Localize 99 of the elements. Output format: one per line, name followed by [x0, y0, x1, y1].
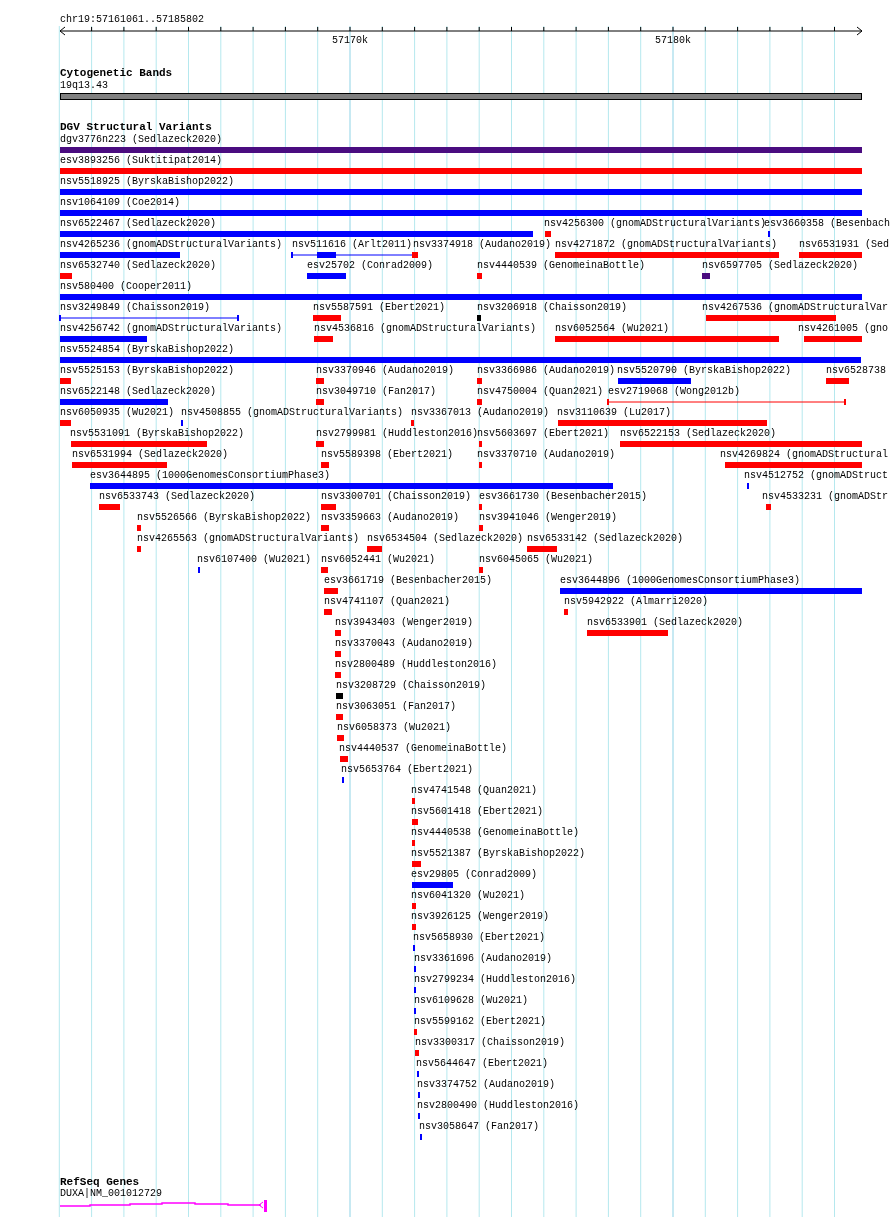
variant-label: nsv5644647 (Ebert2021) [416, 1058, 549, 1070]
variant-label: esv3644896 (1000GenomesConsortiumPhase3) [560, 575, 801, 587]
variant-label: nsv5658930 (Ebert2021) [413, 932, 546, 944]
variant-label: nsv3300701 (Chaisson2019) [321, 491, 472, 503]
variant-label: nsv2799234 (Huddleston2016) [414, 974, 577, 986]
track-title: RefSeq Genes [60, 1176, 140, 1188]
variant-label: nsv3370710 (Audano2019) [477, 449, 616, 461]
variant-label: nsv5942922 (Almarri2020) [564, 596, 709, 608]
variant-label: esv25702 (Conrad2009) [307, 260, 434, 272]
variant-label: nsv4267536 (gnomADStructuralVar [702, 302, 889, 314]
variant-label: nsv3370043 (Audano2019) [335, 638, 474, 650]
variant-label: nsv6052441 (Wu2021) [321, 554, 436, 566]
variant-label: nsv4440539 (GenomeinaBottle) [477, 260, 646, 272]
variant-label: nsv4750004 (Quan2021) [477, 386, 604, 398]
variant-label: nsv5589398 (Ebert2021) [321, 449, 454, 461]
variant-label: nsv5603697 (Ebert2021) [477, 428, 610, 440]
variant-label: nsv6528738 [826, 365, 886, 377]
variant-label: esv2719068 (Wong2012b) [608, 386, 741, 398]
variant-label: nsv5526566 (ByrskaBishop2022) [137, 512, 312, 524]
variant-label: nsv5525153 (ByrskaBishop2022) [60, 365, 235, 377]
variant-label: nsv3361696 (Audano2019) [414, 953, 553, 965]
variant-label: nsv6041320 (Wu2021) [411, 890, 526, 902]
variant-label: nsv4741548 (Quan2021) [411, 785, 538, 797]
variant-label: nsv4741107 (Quan2021) [324, 596, 451, 608]
track-title: DGV Structural Variants [60, 121, 212, 133]
variant-label: nsv4265563 (gnomADStructuralVariants) [137, 533, 360, 545]
variant-label: nsv580400 (Cooper2011) [60, 281, 193, 293]
variant-label: nsv4269824 (gnomADStructural [720, 449, 889, 461]
variant-label: esv3660358 (Besenbach [764, 218, 890, 230]
variant-label: nsv5524854 (ByrskaBishop2022) [60, 344, 235, 356]
variant-label: nsv3359663 (Audano2019) [321, 512, 460, 524]
track-title: Cytogenetic Bands [60, 67, 173, 79]
variant-label: nsv2800490 (Huddleston2016) [417, 1100, 580, 1112]
variant-label: nsv3926125 (Wenger2019) [411, 911, 550, 923]
variant-label: nsv3366986 (Audano2019) [477, 365, 616, 377]
variant-label: esv3661719 (Besenbacher2015) [324, 575, 493, 587]
variant-label: nsv5531091 (ByrskaBishop2022) [70, 428, 245, 440]
variant-label: nsv6522148 (Sedlazeck2020) [60, 386, 217, 398]
variant-label: nsv1064109 (Coe2014) [60, 197, 181, 209]
variant-label: nsv5520790 (ByrskaBishop2022) [617, 365, 792, 377]
variant-label: nsv3110639 (Lu2017) [557, 407, 672, 419]
tick-label: 57170k [332, 35, 368, 47]
variant-label: nsv3058647 (Fan2017) [419, 1121, 540, 1133]
variant-label: nsv4536816 (gnomADStructuralVariants) [314, 323, 537, 335]
variant-label: nsv4440537 (GenomeinaBottle) [339, 743, 508, 755]
variant-label: nsv5601418 (Ebert2021) [411, 806, 544, 818]
variant-label: nsv6533901 (Sedlazeck2020) [587, 617, 744, 629]
variant-label: nsv6522467 (Sedlazeck2020) [60, 218, 217, 230]
variant-label: nsv3300317 (Chaisson2019) [415, 1037, 566, 1049]
variant-label: nsv6532740 (Sedlazeck2020) [60, 260, 217, 272]
variant-label: nsv3249849 (Chaisson2019) [60, 302, 211, 314]
variant-label: nsv6531931 (Sed [799, 239, 889, 251]
variant-label: nsv6597705 (Sedlazeck2020) [702, 260, 859, 272]
variant-label: nsv4256742 (gnomADStructuralVariants) [60, 323, 283, 335]
variant-label: nsv3206918 (Chaisson2019) [477, 302, 628, 314]
variant-label: nsv3370946 (Audano2019) [316, 365, 455, 377]
variant-label: nsv4271872 (gnomADStructuralVariants) [555, 239, 778, 251]
variant-label: esv3661730 (Besenbacher2015) [479, 491, 648, 503]
variant-label: esv29805 (Conrad2009) [411, 869, 538, 881]
variant-label: esv3893256 (Suktitipat2014) [60, 155, 223, 167]
variant-label: nsv6533743 (Sedlazeck2020) [99, 491, 256, 503]
variant-label: nsv6534504 (Sedlazeck2020) [367, 533, 524, 545]
variant-label: nsv5599162 (Ebert2021) [414, 1016, 547, 1028]
variant-label: nsv6522153 (Sedlazeck2020) [620, 428, 777, 440]
variant-label: nsv3049710 (Fan2017) [316, 386, 437, 398]
variant-label: nsv4512752 (gnomADStruct [744, 470, 889, 482]
variant-label: nsv4533231 (gnomADStr [762, 491, 889, 503]
variant-label: nsv3367013 (Audano2019) [411, 407, 550, 419]
variant-label: nsv2799981 (Huddleston2016) [316, 428, 479, 440]
variant-label: nsv3208729 (Chaisson2019) [336, 680, 487, 692]
coordinate-label: chr19:57161061..57185802 [60, 14, 205, 26]
variant-label: nsv5521387 (ByrskaBishop2022) [411, 848, 586, 860]
variant-label: nsv6045065 (Wu2021) [479, 554, 594, 566]
variant-label: nsv4508855 (gnomADStructuralVariants) [181, 407, 404, 419]
band-label: 19q13.43 [60, 80, 108, 92]
variant-label: nsv5653764 (Ebert2021) [341, 764, 474, 776]
variant-label: nsv6531994 (Sedlazeck2020) [72, 449, 229, 461]
variant-label: nsv511616 (Arlt2011) [292, 239, 413, 251]
variant-label: nsv3943403 (Wenger2019) [335, 617, 474, 629]
variant-label: nsv4261005 (gno [798, 323, 888, 335]
variant-label: nsv6050935 (Wu2021) [60, 407, 175, 419]
variant-label: nsv4440538 (GenomeinaBottle) [411, 827, 580, 839]
variant-label: dgv3776n223 (Sedlazeck2020) [60, 134, 223, 146]
variant-label: nsv3374918 (Audano2019) [413, 239, 552, 251]
variant-label: nsv6107400 (Wu2021) [197, 554, 312, 566]
variant-label: nsv3941046 (Wenger2019) [479, 512, 618, 524]
variant-label: nsv4265236 (gnomADStructuralVariants) [60, 239, 283, 251]
variant-label: nsv6109628 (Wu2021) [414, 995, 529, 1007]
gene-label: DUXA|NM_001012729 [60, 1188, 163, 1200]
variant-label: esv3644895 (1000GenomesConsortiumPhase3) [90, 470, 331, 482]
tick-label: 57180k [655, 35, 691, 47]
variant-label: nsv6533142 (Sedlazeck2020) [527, 533, 684, 545]
variant-label: nsv6058373 (Wu2021) [337, 722, 452, 734]
variant-label: nsv6052564 (Wu2021) [555, 323, 670, 335]
variant-label: nsv5518925 (ByrskaBishop2022) [60, 176, 235, 188]
variant-label: nsv3063051 (Fan2017) [336, 701, 457, 713]
variant-label: nsv5587591 (Ebert2021) [313, 302, 446, 314]
variant-label: nsv3374752 (Audano2019) [417, 1079, 556, 1091]
variant-label: nsv2800489 (Huddleston2016) [335, 659, 498, 671]
